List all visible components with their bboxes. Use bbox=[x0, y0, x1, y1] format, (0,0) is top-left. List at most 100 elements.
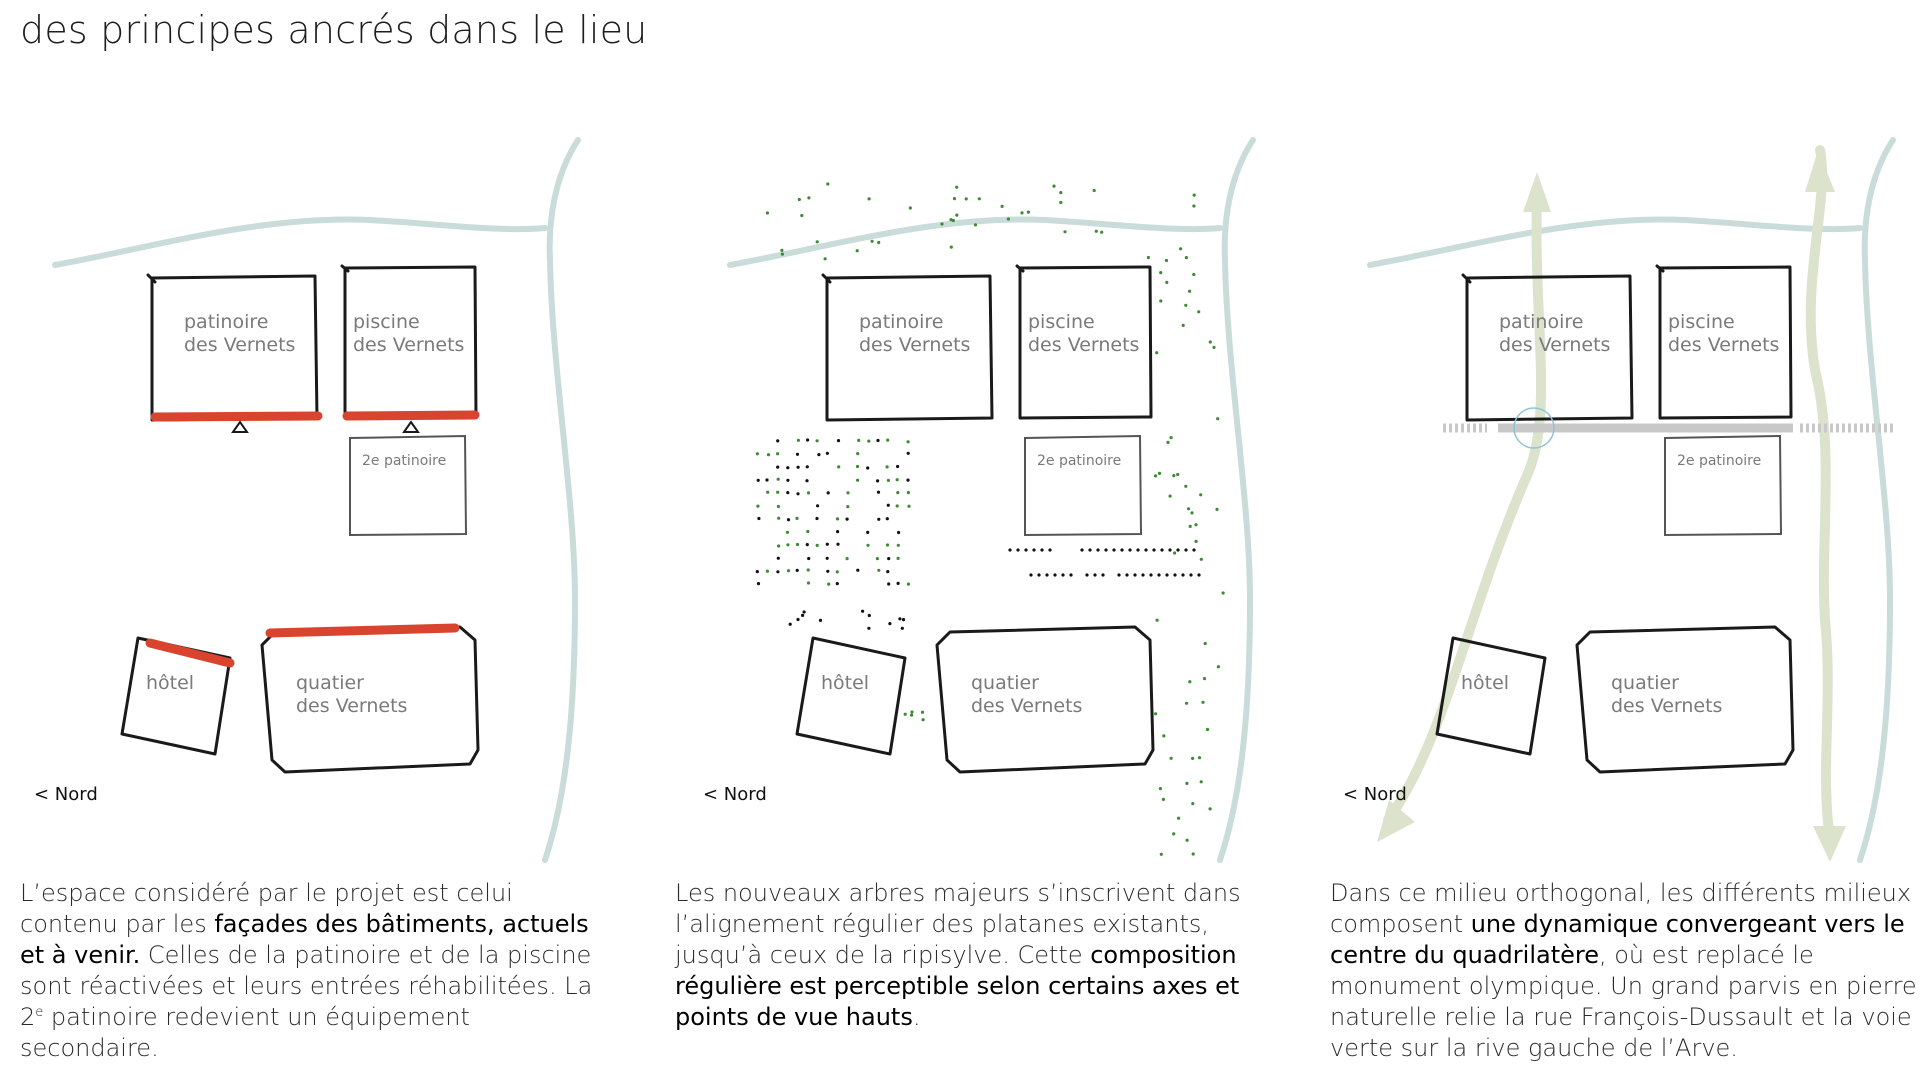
tree-dot bbox=[952, 197, 957, 201]
tree-dot bbox=[1085, 573, 1089, 577]
tree-dot bbox=[921, 718, 925, 722]
tree-dot bbox=[1006, 217, 1010, 221]
tree-dot bbox=[1197, 573, 1201, 577]
label-quartier-2: des Vernets bbox=[1611, 695, 1722, 717]
tree-dot bbox=[1141, 573, 1145, 577]
flow-arrowheads bbox=[1377, 150, 1846, 862]
tree-dot bbox=[776, 490, 780, 494]
tree-dot bbox=[1165, 280, 1169, 284]
tree-dot bbox=[1172, 474, 1176, 478]
tree-dot bbox=[835, 570, 839, 574]
north-label: < Nord bbox=[703, 784, 767, 805]
label-quartier-2: des Vernets bbox=[971, 695, 1082, 717]
river-arve bbox=[1367, 137, 1896, 863]
tree-dot bbox=[897, 530, 901, 535]
tree-dot bbox=[949, 245, 953, 249]
tree-dot bbox=[1199, 557, 1203, 561]
tree-dot bbox=[795, 542, 800, 547]
tree-dot bbox=[856, 478, 860, 482]
tree-dot bbox=[796, 438, 800, 442]
tree-dot bbox=[1133, 573, 1137, 577]
label-patinoire-1: patinoire bbox=[859, 311, 943, 333]
tree-dot bbox=[867, 613, 871, 618]
tree-dot bbox=[755, 570, 759, 574]
tree-dot bbox=[836, 530, 840, 534]
tree-dot bbox=[800, 213, 804, 218]
tree-dot bbox=[1173, 551, 1177, 555]
page-title: des principes ancrés dans le lieu bbox=[20, 8, 648, 52]
tree-dot bbox=[805, 479, 809, 483]
tree-dot bbox=[895, 478, 899, 482]
active-facades bbox=[145, 410, 480, 668]
tree-dot bbox=[1155, 618, 1159, 622]
tree-dot bbox=[896, 491, 900, 495]
tree-dot bbox=[797, 197, 801, 202]
tree-dot bbox=[801, 613, 805, 617]
tree-dot bbox=[826, 182, 830, 186]
tree-dot bbox=[887, 557, 891, 561]
label-hotel: hôtel bbox=[821, 672, 869, 694]
tree-dot bbox=[1117, 573, 1121, 577]
tree-dot bbox=[885, 517, 889, 521]
flow-vertical-river bbox=[1805, 145, 1835, 845]
arrow-up-icon bbox=[1523, 172, 1551, 212]
tree-dot bbox=[805, 465, 809, 469]
tree-dot bbox=[1125, 573, 1129, 577]
tree-dot bbox=[818, 618, 823, 622]
caption-text: L’espace considéré par le projet est cel… bbox=[20, 879, 513, 938]
tree-dot bbox=[1189, 573, 1193, 577]
tree-dot bbox=[776, 504, 780, 509]
tree-dot bbox=[908, 206, 912, 210]
tree-dot bbox=[1157, 573, 1161, 577]
tree-dot bbox=[1016, 548, 1020, 552]
building-second-patinoire bbox=[1664, 434, 1783, 537]
tree-dot bbox=[1008, 548, 1012, 552]
tree-dot bbox=[1104, 548, 1108, 552]
tree-dot bbox=[888, 622, 892, 626]
tree-dot bbox=[1100, 230, 1104, 234]
tree-dot bbox=[1169, 756, 1173, 760]
tree-dot bbox=[1093, 573, 1097, 577]
tree-dot bbox=[856, 452, 860, 456]
label-patinoire-1: patinoire bbox=[1499, 311, 1583, 333]
label-hotel: hôtel bbox=[1461, 672, 1509, 694]
tree-dot bbox=[1161, 797, 1165, 802]
tree-dot bbox=[786, 466, 790, 470]
label-piscine-2: des Vernets bbox=[353, 334, 464, 356]
tree-dot bbox=[795, 452, 800, 456]
tree-dot bbox=[896, 556, 900, 560]
tree-dot bbox=[837, 465, 841, 469]
label-hotel: hôtel bbox=[146, 672, 194, 694]
river-arve bbox=[727, 137, 1256, 863]
tree-dot bbox=[846, 505, 850, 509]
tree-dot bbox=[1136, 548, 1140, 552]
tree-dot bbox=[805, 543, 809, 547]
tree-dot bbox=[876, 438, 880, 443]
tree-dot bbox=[907, 504, 911, 508]
tree-dot bbox=[895, 504, 899, 508]
building-hotel bbox=[795, 636, 907, 756]
tree-dot bbox=[885, 465, 889, 469]
tree-dot bbox=[867, 439, 871, 443]
tree-dot bbox=[806, 438, 810, 442]
tree-dot bbox=[855, 464, 860, 469]
tree-dot bbox=[1169, 436, 1173, 440]
tree-dot bbox=[886, 503, 890, 507]
tree-dot bbox=[826, 491, 830, 495]
tree-dot bbox=[1192, 204, 1196, 208]
tree-pattern bbox=[755, 182, 1225, 856]
caption-dynamics: Dans ce milieu orthogonal, les différent… bbox=[1330, 878, 1920, 1064]
tree-dot bbox=[1146, 255, 1150, 260]
tree-dot bbox=[906, 491, 910, 495]
tree-dot bbox=[1162, 734, 1166, 738]
tree-dot bbox=[1216, 417, 1220, 421]
tree-dot bbox=[825, 451, 829, 455]
site-plan-trees: patinoire des Vernets piscine des Vernet… bbox=[703, 137, 1256, 863]
tree-dot bbox=[955, 213, 959, 217]
tree-dot bbox=[756, 582, 761, 586]
label-patinoire-2: des Vernets bbox=[859, 334, 970, 356]
tree-dot bbox=[1153, 474, 1158, 478]
tree-dot bbox=[1197, 756, 1202, 760]
tree-dot bbox=[1173, 573, 1177, 577]
tree-dot bbox=[1216, 665, 1220, 669]
